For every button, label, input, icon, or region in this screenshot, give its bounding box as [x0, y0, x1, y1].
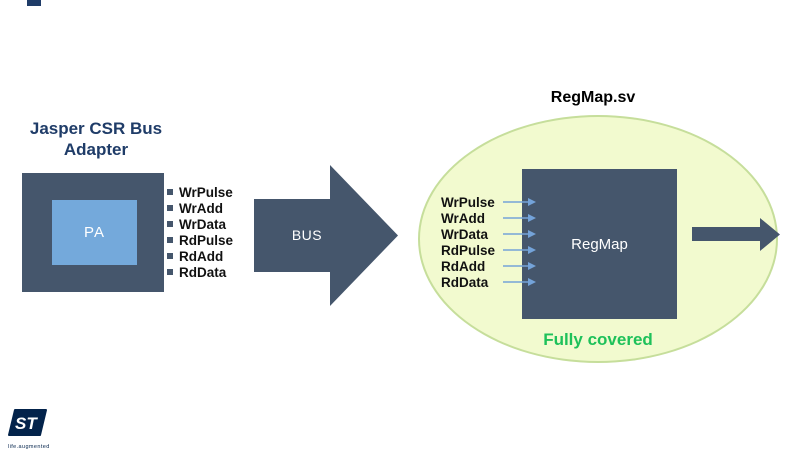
square-bullet-icon	[167, 237, 173, 243]
svg-text:ST: ST	[15, 414, 38, 433]
regmap-title: RegMap.sv	[550, 89, 636, 106]
st-logo: ST life.augmented	[8, 409, 68, 450]
signal-row: RdPulse	[441, 242, 495, 258]
st-logo-icon: ST	[8, 409, 47, 436]
adapter-block: PA	[22, 173, 164, 292]
signal-label: WrAdd	[441, 210, 485, 226]
signal-label: WrData	[179, 216, 227, 232]
adapter-title-line1: Jasper CSR Bus	[29, 119, 163, 138]
signal-row: RdData	[167, 264, 233, 280]
square-bullet-icon	[167, 253, 173, 259]
square-bullet-icon	[167, 269, 173, 275]
regmap-block: RegMap	[522, 169, 677, 319]
adapter-title: Jasper CSR Bus Adapter	[18, 118, 174, 160]
signal-row: WrData	[441, 226, 495, 242]
signal-row: WrAdd	[167, 200, 233, 216]
adapter-signal-list: WrPulse WrAdd WrData RdPulse RdAdd RdDat…	[167, 184, 233, 280]
regmap-block-label: RegMap	[571, 235, 628, 253]
square-bullet-icon	[167, 221, 173, 227]
signal-label: WrPulse	[179, 184, 233, 200]
square-bullet-icon	[167, 189, 173, 195]
signal-label: WrPulse	[441, 194, 495, 210]
coverage-status-label: Fully covered	[543, 330, 653, 349]
signal-label: WrAdd	[179, 200, 223, 216]
signal-label: WrData	[441, 226, 489, 242]
regmap-signal-list: WrPulse WrAdd WrData RdPulse RdAdd RdDat…	[441, 194, 495, 290]
adapter-title-line2: Adapter	[63, 140, 129, 159]
pa-block-label: PA	[84, 224, 105, 241]
signal-row: RdAdd	[167, 248, 233, 264]
signal-label: RdData	[441, 274, 489, 290]
signal-row: WrAdd	[441, 210, 495, 226]
signal-label: RdData	[179, 264, 227, 280]
signal-row: RdPulse	[167, 232, 233, 248]
signal-row: WrPulse	[167, 184, 233, 200]
signal-row: WrData	[167, 216, 233, 232]
pa-block: PA	[52, 200, 137, 265]
signal-row: RdData	[441, 274, 495, 290]
signal-label: RdPulse	[179, 232, 234, 248]
bus-label: BUS	[291, 227, 323, 243]
square-bullet-icon	[167, 205, 173, 211]
signal-label: RdAdd	[179, 248, 224, 264]
signal-row: RdAdd	[441, 258, 495, 274]
signal-row: WrPulse	[441, 194, 495, 210]
signal-label: RdAdd	[441, 258, 486, 274]
top-left-accent-bar	[27, 0, 41, 6]
st-tagline: life.augmented	[8, 444, 50, 450]
signal-label: RdPulse	[441, 242, 496, 258]
